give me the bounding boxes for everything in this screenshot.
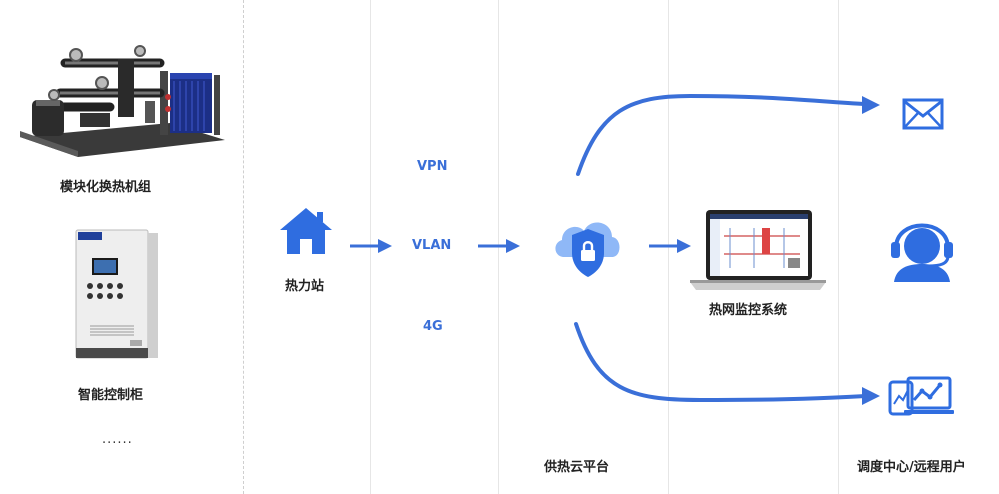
customer-service-icon	[891, 223, 953, 282]
laptop-icon	[690, 210, 826, 290]
arrow-right	[478, 239, 520, 253]
divider	[838, 0, 839, 494]
mail-icon	[902, 98, 944, 130]
arrow-right	[350, 239, 392, 253]
network-vpn: VPN	[417, 159, 448, 174]
device-label-exchanger: 模块化换热机组	[60, 180, 152, 195]
divider-dashed	[243, 0, 244, 494]
cloud-lock-icon	[555, 222, 620, 277]
cloud-label: 供热云平台	[544, 460, 610, 475]
network-4g: 4G	[423, 319, 443, 334]
device-label-cabinet: 智能控制柜	[78, 388, 144, 403]
endpoints-label: 调度中心/远程用户	[857, 460, 966, 475]
control-cabinet-image	[75, 229, 158, 359]
network-vlan: VLAN	[412, 238, 452, 253]
heat-exchanger-image	[20, 45, 225, 157]
station-label: 热力站	[285, 279, 325, 294]
monitor-label: 热网监控系统	[709, 303, 788, 318]
arrow-right	[649, 239, 691, 253]
more-ellipsis: ......	[102, 432, 133, 447]
home-icon	[280, 208, 332, 254]
mobile-chart-icon	[888, 376, 954, 416]
